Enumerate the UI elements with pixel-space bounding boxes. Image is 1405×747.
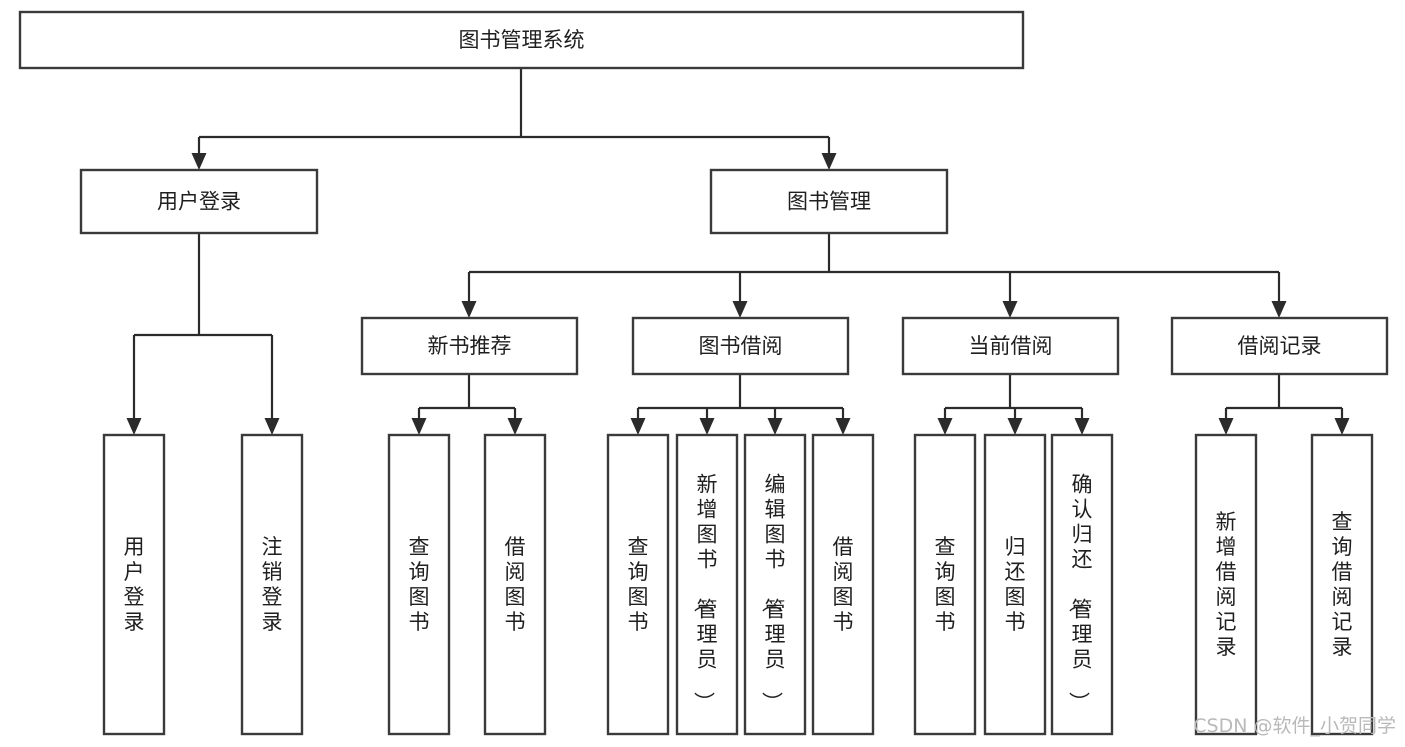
node-label-new-book-recommend: 新书推荐	[428, 334, 512, 358]
node-book-borrow[interactable]: 图书借阅	[631, 316, 850, 376]
node-root[interactable]: 图书管理系统	[18, 10, 1025, 70]
node-box-book-management[interactable]	[709, 168, 949, 235]
arrow-head-1	[264, 418, 280, 435]
arrow-head-1	[699, 418, 715, 435]
arrow-head-1	[507, 418, 523, 435]
connector-group-user-login-to-leaves	[126, 233, 280, 435]
node-label-leaf-query-book-3: 查询图书	[935, 535, 956, 634]
node-box-new-book-recommend[interactable]	[360, 316, 579, 376]
node-box-leaf-user-login[interactable]	[102, 433, 166, 736]
arrow-head-1	[732, 301, 748, 318]
connector-group-book-management-to-level2	[461, 233, 1287, 318]
node-box-leaf-query-book-3[interactable]	[913, 433, 977, 736]
node-label-leaf-query-book-2: 查询图书	[628, 535, 649, 634]
node-box-borrow-records[interactable]	[1170, 316, 1389, 376]
node-box-current-borrow[interactable]	[901, 316, 1120, 376]
arrow-head-1	[1007, 418, 1023, 435]
node-box-leaf-borrow-book-1[interactable]	[483, 433, 547, 736]
node-label-book-borrow: 图书借阅	[699, 334, 783, 358]
connector-group-root-to-level1	[191, 68, 837, 170]
node-label-user-login: 用户登录	[157, 190, 241, 214]
node-leaf-query-borrow-record[interactable]: 查询借阅记录	[1310, 433, 1374, 736]
node-label-leaf-add-borrow-record: 新增借阅记录	[1216, 510, 1237, 659]
arrow-head-0	[126, 418, 142, 435]
node-label-leaf-add-book-admin: 新增图书（管理员）	[692, 473, 718, 713]
connector-group-book-borrow-to-leaves	[630, 374, 851, 435]
node-leaf-confirm-return-admin[interactable]: 确认归还（管理员）	[1050, 433, 1114, 736]
node-box-leaf-borrow-book-2[interactable]	[811, 433, 875, 736]
node-label-leaf-borrow-book-2: 借阅图书	[833, 535, 854, 634]
node-label-leaf-query-book-1: 查询图书	[409, 535, 430, 634]
arrow-head-0	[1218, 418, 1234, 435]
arrow-head-2	[767, 418, 783, 435]
node-leaf-add-book-admin[interactable]: 新增图书（管理员）	[675, 433, 739, 736]
arrow-head-2	[1074, 418, 1090, 435]
node-box-leaf-query-book-2[interactable]	[606, 433, 670, 736]
arrow-head-1	[821, 153, 837, 170]
node-leaf-query-book-2[interactable]: 查询图书	[606, 433, 670, 736]
arrow-head-1	[1334, 418, 1350, 435]
node-box-leaf-query-book-1[interactable]	[387, 433, 451, 736]
arrow-head-0	[411, 418, 427, 435]
node-leaf-add-borrow-record[interactable]: 新增借阅记录	[1194, 433, 1258, 736]
node-box-user-login[interactable]	[79, 168, 319, 235]
node-label-leaf-query-borrow-record: 查询借阅记录	[1332, 510, 1353, 659]
node-label-leaf-confirm-return-admin: 确认归还（管理员）	[1067, 473, 1093, 713]
node-book-management[interactable]: 图书管理	[709, 168, 949, 235]
node-leaf-user-login[interactable]: 用户登录	[102, 433, 166, 736]
node-label-leaf-edit-book-admin: 编辑图书（管理员）	[760, 473, 786, 713]
node-box-leaf-edit-book-admin[interactable]	[743, 433, 807, 736]
node-label-leaf-return-book: 归还图书	[1005, 535, 1026, 634]
node-box-leaf-add-book-admin[interactable]	[675, 433, 739, 736]
node-user-login[interactable]: 用户登录	[79, 168, 319, 235]
node-label-leaf-borrow-book-1: 借阅图书	[505, 535, 526, 634]
node-box-leaf-query-borrow-record[interactable]	[1310, 433, 1374, 736]
node-leaf-return-book[interactable]: 归还图书	[983, 433, 1047, 736]
node-box-root[interactable]	[18, 10, 1025, 70]
connector-group-current-borrow-to-leaves	[937, 374, 1090, 435]
node-new-book-recommend[interactable]: 新书推荐	[360, 316, 579, 376]
arrow-head-3	[835, 418, 851, 435]
connector-group-new-book-recommend-to-leaves	[411, 374, 523, 435]
node-label-book-management: 图书管理	[787, 190, 871, 214]
node-box-leaf-logout-login[interactable]	[240, 433, 304, 736]
node-leaf-borrow-book-1[interactable]: 借阅图书	[483, 433, 547, 736]
node-leaf-edit-book-admin[interactable]: 编辑图书（管理员）	[743, 433, 807, 736]
node-label-current-borrow: 当前借阅	[969, 334, 1053, 358]
node-leaf-query-book-3[interactable]: 查询图书	[913, 433, 977, 736]
connector-group-borrow-records-to-leaves	[1218, 374, 1350, 435]
node-borrow-records[interactable]: 借阅记录	[1170, 316, 1389, 376]
node-box-leaf-add-borrow-record[interactable]	[1194, 433, 1258, 736]
arrow-head-0	[937, 418, 953, 435]
node-box-leaf-confirm-return-admin[interactable]	[1050, 433, 1114, 736]
node-box-leaf-return-book[interactable]	[983, 433, 1047, 736]
node-label-leaf-logout-login: 注销登录	[262, 535, 283, 634]
node-leaf-logout-login[interactable]: 注销登录	[240, 433, 304, 736]
arrow-head-0	[461, 301, 477, 318]
node-leaf-borrow-book-2[interactable]: 借阅图书	[811, 433, 875, 736]
watermark-text: CSDN @软件_小贺同学	[1193, 715, 1396, 737]
arrow-head-3	[1271, 301, 1287, 318]
node-box-book-borrow[interactable]	[631, 316, 850, 376]
connectors-layer	[126, 68, 1350, 435]
arrow-head-2	[1002, 301, 1018, 318]
arrow-head-0	[630, 418, 646, 435]
nodes-layer: 图书管理系统用户登录图书管理新书推荐图书借阅当前借阅借阅记录用户登录注销登录查询…	[18, 10, 1389, 736]
node-label-root: 图书管理系统	[459, 28, 585, 52]
node-label-borrow-records: 借阅记录	[1238, 334, 1322, 358]
arrow-head-0	[191, 153, 207, 170]
node-current-borrow[interactable]: 当前借阅	[901, 316, 1120, 376]
node-leaf-query-book-1[interactable]: 查询图书	[387, 433, 451, 736]
node-label-leaf-user-login: 用户登录	[124, 535, 145, 634]
